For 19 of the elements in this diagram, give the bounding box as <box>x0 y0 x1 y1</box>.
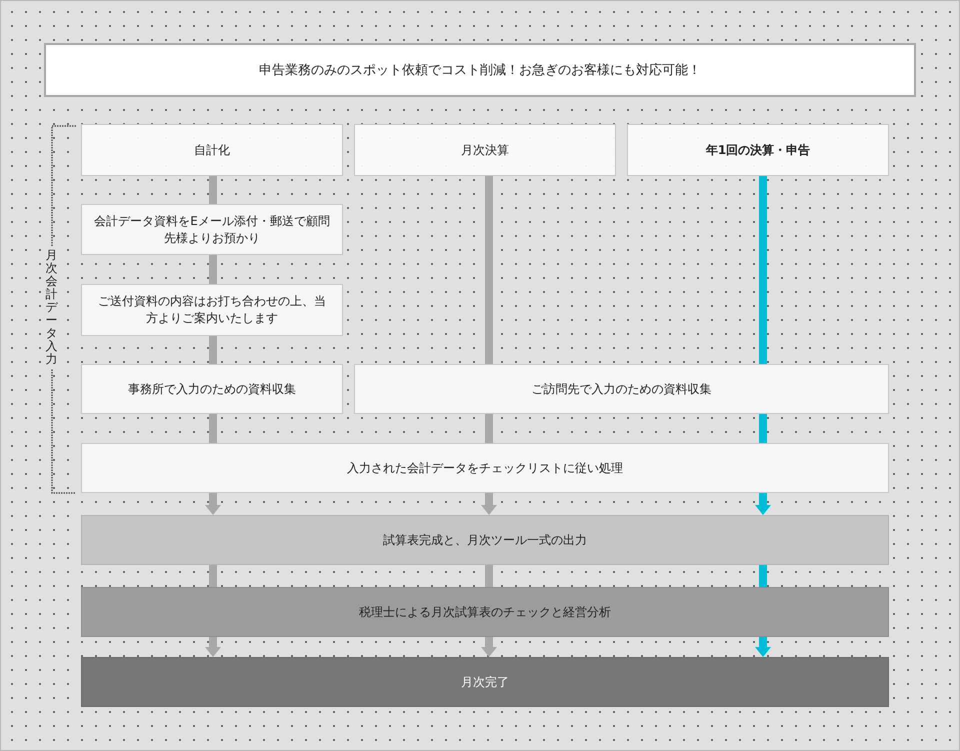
process-box: 入力された会計データをチェックリストに従い処理 <box>81 443 889 493</box>
process-box: 事務所で入力のための資料収集 <box>81 364 343 414</box>
arrow <box>755 493 771 515</box>
arrow <box>205 637 221 657</box>
process-box: ご訪問先で入力のための資料収集 <box>354 364 889 414</box>
arrow <box>755 637 771 657</box>
title-banner: 申告業務のみのスポット依頼でコスト削減！お急ぎのお客様にも対応可能！ <box>44 43 916 97</box>
process-box: 試算表完成と、月次ツール一式の出力 <box>81 515 889 565</box>
column-header-box: 月次決算 <box>354 124 616 176</box>
column-header-box: 年1回の決算・申告 <box>627 124 889 176</box>
arrow <box>205 493 221 515</box>
bracket-label: 月次会計データ入力 <box>44 246 59 369</box>
completion-box: 月次完了 <box>81 657 889 707</box>
process-box: 税理士による月次試算表のチェックと経営分析 <box>81 587 889 637</box>
column-header-box: 自計化 <box>81 124 343 176</box>
arrow <box>481 493 497 515</box>
process-box: 会計データ資料をEメール添付・郵送で顧問先様よりお預かり <box>81 204 343 255</box>
arrow <box>481 637 497 657</box>
process-box: ご送付資料の内容はお打ち合わせの上、当方よりご案内いたします <box>81 284 343 336</box>
